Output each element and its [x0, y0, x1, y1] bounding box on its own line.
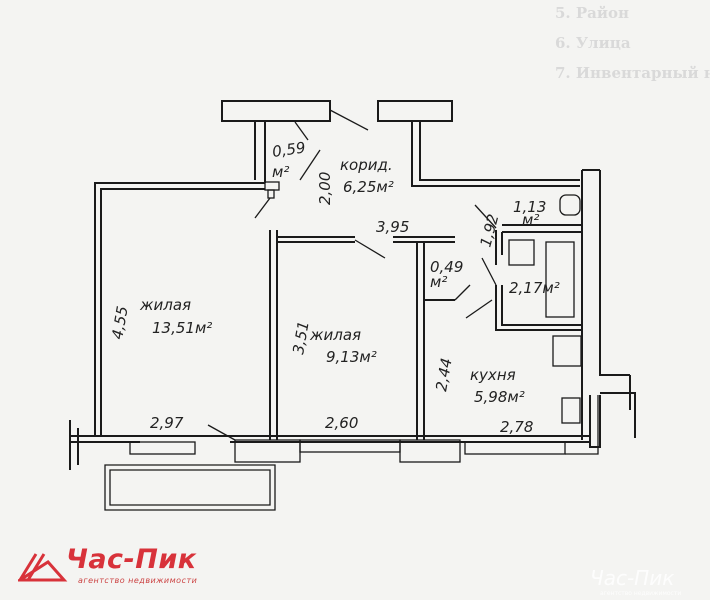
living2-area: 9,13м²: [326, 348, 377, 366]
bg-text-street: 6. Улица: [555, 34, 631, 52]
bathroom-dimension: 1,92: [476, 212, 502, 249]
bathroom-area: 1,13: [513, 198, 546, 216]
living1-name: жилая: [139, 296, 191, 314]
corridor-area: 6,25м²: [343, 178, 394, 196]
living1-width: 2,97: [150, 414, 184, 432]
watermark-subtitle: агентство недвижимости: [600, 590, 682, 597]
kitchen-length: 2,44: [432, 357, 456, 393]
kitchen-area: 5,98м²: [474, 388, 525, 406]
corridor-name: корид.: [340, 156, 393, 174]
window-top-right: [377, 100, 453, 122]
living1-area: 13,51м²: [152, 319, 212, 337]
walls: [69, 100, 636, 511]
living1-length: 4,55: [108, 305, 132, 341]
closet2-area: 0,49: [430, 258, 463, 276]
watermark: Час-Пик агентство недвижимости: [590, 566, 681, 597]
logo-name: Час-Пик: [66, 544, 197, 575]
bg-text-inventory: 7. Инвентарный н: [555, 64, 710, 82]
living2-length: 3,51: [289, 320, 313, 356]
closet2-unit: м²: [430, 273, 447, 291]
bg-text-district: 5. Район: [555, 4, 629, 22]
kitchen-width: 2,78: [500, 418, 533, 436]
toilet-area: 2,17м²: [509, 279, 560, 297]
agency-logo: Час-Пик агентство недвижимости: [14, 544, 197, 588]
living2-name: жилая: [309, 326, 361, 344]
closet1-area: 0,59: [271, 138, 307, 160]
bathroom-unit: м²: [522, 211, 539, 229]
watermark-name: Час-Пик: [590, 566, 675, 590]
corridor-width: 2,00: [316, 172, 334, 205]
window-top-left: [221, 100, 331, 122]
logo-mark-icon: [14, 553, 68, 582]
logo-subtitle: агентство недвижимости: [78, 576, 198, 585]
closet1-unit: м²: [272, 163, 289, 181]
hall-dimension: 3,95: [376, 218, 409, 236]
kitchen-name: кухня: [470, 366, 516, 384]
living2-width: 2,60: [325, 414, 358, 432]
